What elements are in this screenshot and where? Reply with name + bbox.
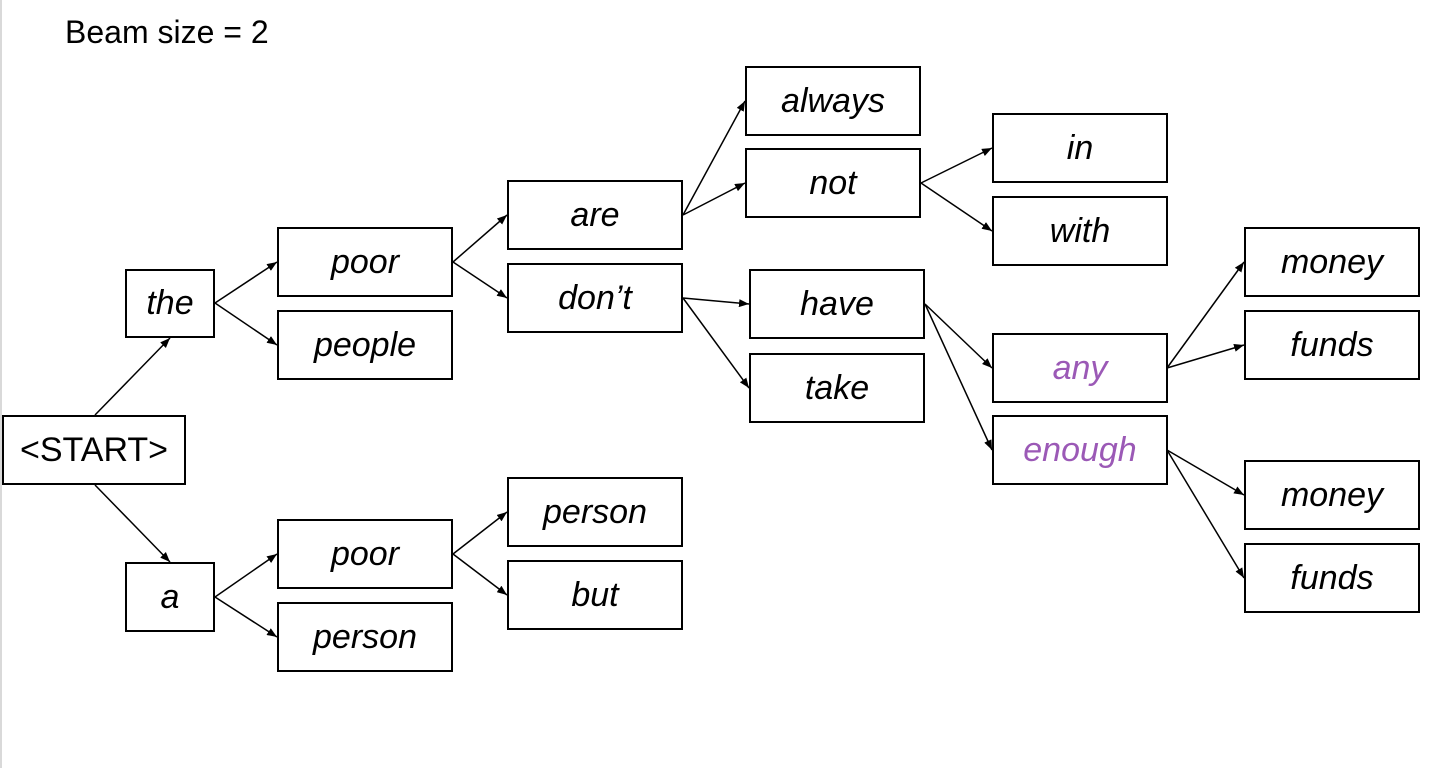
node-funds: funds	[1244, 310, 1420, 380]
node-money: money	[1244, 227, 1420, 297]
edge-poor-dont	[452, 261, 508, 299]
slide-left-border	[0, 0, 2, 768]
edge-dont-have	[682, 297, 750, 308]
edge-are-not	[682, 182, 746, 216]
edge-not-in	[920, 147, 993, 184]
edge-poor-but	[452, 553, 508, 596]
node-people: people	[277, 310, 453, 380]
edge-any-funds	[1166, 344, 1245, 369]
node-person-2: person	[507, 477, 683, 547]
edge-have-any	[924, 303, 993, 369]
node-the: the	[125, 269, 215, 338]
node-poor: poor	[277, 227, 453, 297]
edge-dont-take	[682, 297, 750, 389]
node-poor-2: poor	[277, 519, 453, 589]
edge-a-poor	[214, 553, 278, 598]
node-dont: don’t	[507, 263, 683, 333]
edge-enough-money	[1166, 449, 1245, 496]
edge-poor-are	[452, 214, 508, 263]
node-any: any	[992, 333, 1168, 403]
edge-a-person	[214, 596, 278, 638]
node-person: person	[277, 602, 453, 672]
edge-the-people	[214, 302, 278, 346]
node-have: have	[749, 269, 925, 339]
edge-start-a	[94, 484, 171, 563]
diagram-title: Beam size = 2	[65, 14, 269, 50]
node-money-2: money	[1244, 460, 1420, 530]
node-but: but	[507, 560, 683, 630]
node-funds-2: funds	[1244, 543, 1420, 613]
node-always: always	[745, 66, 921, 136]
edge-enough-funds	[1166, 449, 1245, 579]
node-a: a	[125, 562, 215, 632]
edge-are-always	[682, 100, 746, 216]
node-enough: enough	[992, 415, 1168, 485]
node-not: not	[745, 148, 921, 218]
node-take: take	[749, 353, 925, 423]
edge-have-enough	[924, 303, 993, 451]
node-start: <START>	[2, 415, 186, 485]
node-are: are	[507, 180, 683, 250]
node-in: in	[992, 113, 1168, 183]
edge-any-money	[1166, 261, 1245, 369]
edge-start-the	[94, 337, 171, 416]
edge-not-with	[920, 182, 993, 232]
node-with: with	[992, 196, 1168, 266]
edge-the-poor	[214, 261, 278, 304]
edge-poor-person	[452, 511, 508, 555]
